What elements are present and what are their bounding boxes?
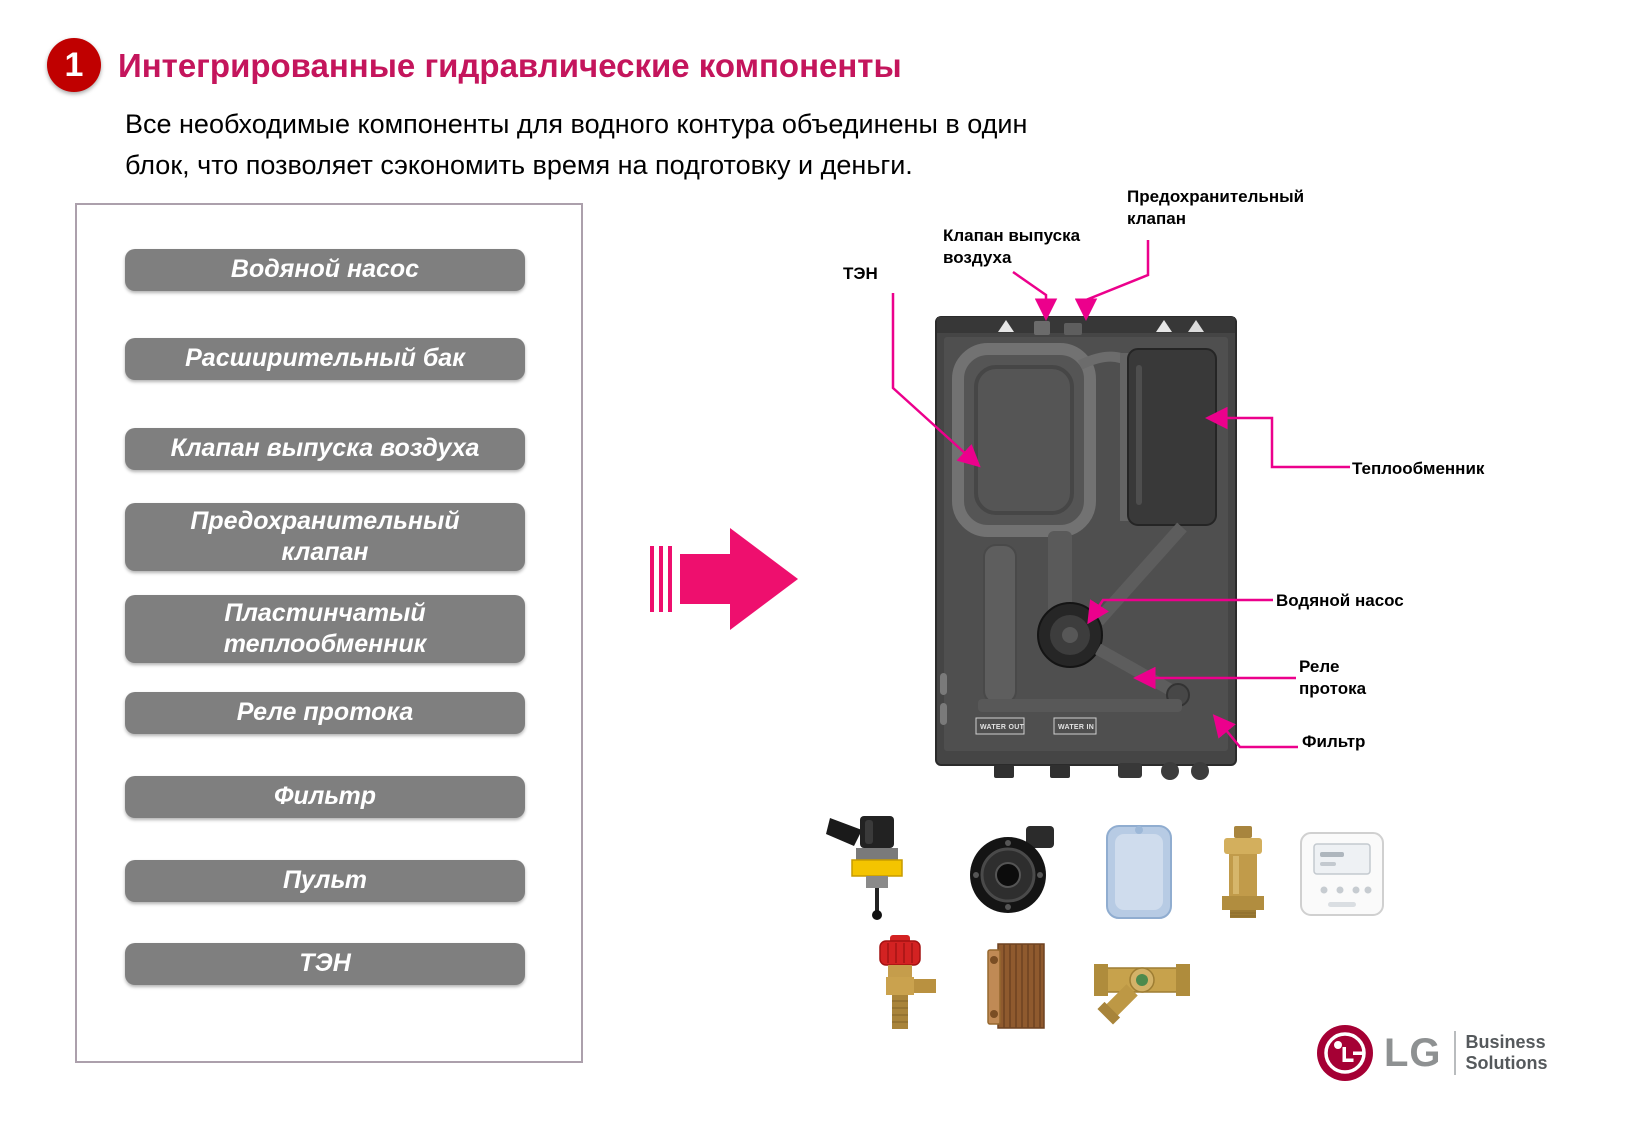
flow-switch-icon <box>826 816 903 920</box>
subtitle-line-2: блок, что позволяет сэкономить время на … <box>125 149 913 180</box>
component-item-plate-heat-exchanger: Пластинчатый теплообменник <box>125 595 525 663</box>
component-item-controller: Пульт <box>125 860 525 902</box>
component-item-safety-valve: Предохранительный клапан <box>125 503 525 571</box>
logo-subtitle-line-2: Solutions <box>1465 1053 1548 1073</box>
callout-label-heater: ТЭН <box>843 264 878 283</box>
component-item-filter: Фильтр <box>125 776 525 818</box>
arrow-right-icon <box>650 528 798 630</box>
expansion-tank-photo <box>1103 820 1175 927</box>
air-vent-valve-icon <box>1222 826 1264 918</box>
air-vent-valve-photo <box>1212 822 1274 925</box>
slide-subtitle: Все необходимые компоненты для водного к… <box>125 104 1027 185</box>
lg-wordmark: LG <box>1384 1030 1442 1075</box>
safety-valve-photo <box>860 933 940 1043</box>
page-title: Интегрированные гидравлические компонент… <box>118 47 902 84</box>
flow-switch-photo <box>822 812 927 927</box>
subtitle-line-1: Все необходимые компоненты для водного к… <box>125 109 1028 139</box>
components-panel: Водяной насос Расширительный бак Клапан … <box>75 203 583 1063</box>
expansion-tank-icon <box>1106 825 1172 919</box>
logo-divider <box>1453 1031 1456 1075</box>
controller-icon <box>1300 832 1384 916</box>
controller-photo <box>1298 830 1386 923</box>
component-item-flow-switch: Реле протока <box>125 692 525 734</box>
safety-valve-icon <box>879 935 936 1029</box>
component-item-heater: ТЭН <box>125 943 525 985</box>
logo-subtitle-line-1: Business <box>1465 1032 1546 1053</box>
water-out-label: WATER OUT <box>980 724 1025 731</box>
slide-number-badge: 1 <box>47 38 101 92</box>
logo-subtitle: Business Solutions <box>1466 1032 1548 1073</box>
lg-logo: LG Business Solutions <box>1316 1024 1548 1082</box>
component-item-air-vent-valve: Клапан выпуска воздуха <box>125 428 525 470</box>
plate-heat-exchanger-icon <box>987 943 1045 1029</box>
y-strainer-filter-photo <box>1092 942 1192 1039</box>
callout-label-heat-exchanger: Теплообменник <box>1352 459 1485 478</box>
callout-label-filter: Фильтр <box>1302 732 1366 751</box>
indoor-unit-diagram: WATER OUT WATER IN <box>935 316 1237 780</box>
callout-label-water-pump: Водяной насос <box>1276 591 1404 610</box>
water-pump-photo <box>960 820 1065 925</box>
water-in-label: WATER IN <box>1058 724 1094 731</box>
component-item-water-pump: Водяной насос <box>125 249 525 291</box>
callout-label-safety-valve: Предохранительный клапан <box>1127 187 1305 229</box>
y-strainer-filter-icon <box>1094 964 1190 1025</box>
callout-label-air-vent: Клапан выпуска воздуха <box>943 226 1081 268</box>
callout-label-flow-switch: Реле протока <box>1299 657 1367 699</box>
plate-heat-exchanger-photo <box>982 938 1050 1041</box>
water-pump-icon <box>970 826 1054 913</box>
lg-symbol-icon <box>1317 1025 1373 1081</box>
component-item-expansion-tank: Расширительный бак <box>125 338 525 380</box>
